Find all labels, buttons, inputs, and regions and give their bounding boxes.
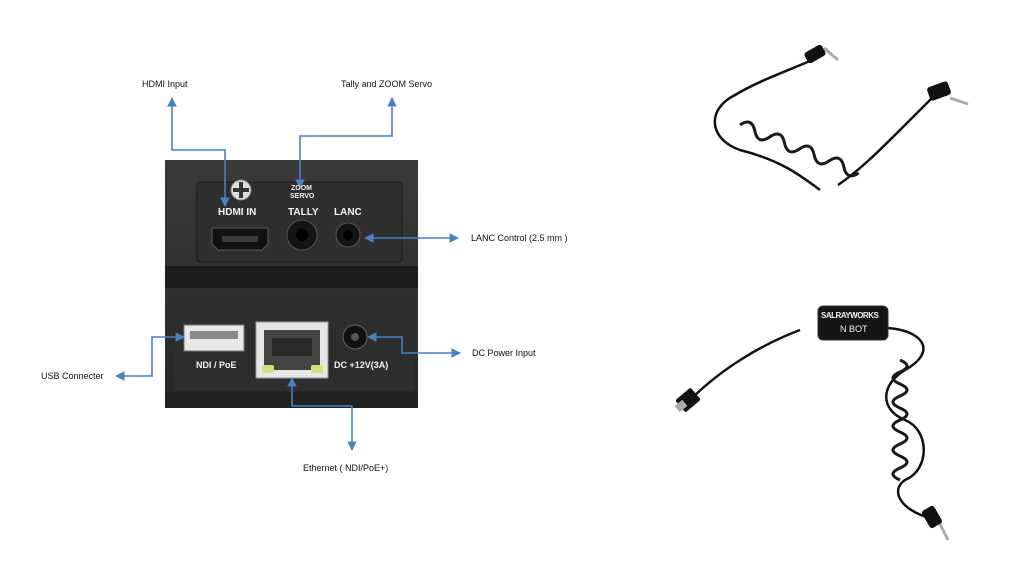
tally-jack [286, 219, 318, 251]
ethernet-port [255, 321, 329, 379]
label-ndi-poe: NDI / PoE [196, 360, 237, 370]
cable-tag-brand: SALRAYWORKS [821, 311, 879, 320]
callout-hdmi-input: HDMI Input [142, 79, 188, 89]
screw-icon [230, 179, 252, 201]
label-zoom: ZOOM [291, 185, 312, 192]
coiled-cable-lanc [713, 44, 969, 192]
callout-tally-zoom: Tally and ZOOM Servo [341, 79, 433, 89]
arrow-tally [295, 97, 397, 189]
label-servo: SERVO [290, 193, 315, 200]
label-tally: TALLY [288, 207, 319, 218]
coiled-cable-nbot [674, 305, 950, 541]
lanc-jack [335, 222, 361, 248]
label-hdmi-in: HDMI IN [218, 207, 257, 218]
arrow-usb [115, 332, 185, 381]
usb-port [183, 324, 245, 352]
callout-ethernet: Ethernet ( NDI/PoE+) [303, 463, 389, 473]
arrow-hdmi [167, 97, 230, 207]
callout-usb: USB Connecter [41, 371, 104, 381]
hdmi-port [211, 227, 269, 251]
callout-arrows [115, 97, 461, 451]
dc-jack [342, 324, 368, 350]
callout-dc-power: DC Power Input [472, 348, 536, 358]
label-dc: DC +12V(3A) [334, 360, 389, 370]
cable-tag-model: N BOT [840, 324, 868, 334]
label-lanc: LANC [334, 207, 362, 218]
arrow-ethernet [287, 377, 357, 451]
arrow-dc [367, 332, 461, 358]
callout-lanc-control: LANC Control (2.5 mm ) [471, 233, 568, 243]
